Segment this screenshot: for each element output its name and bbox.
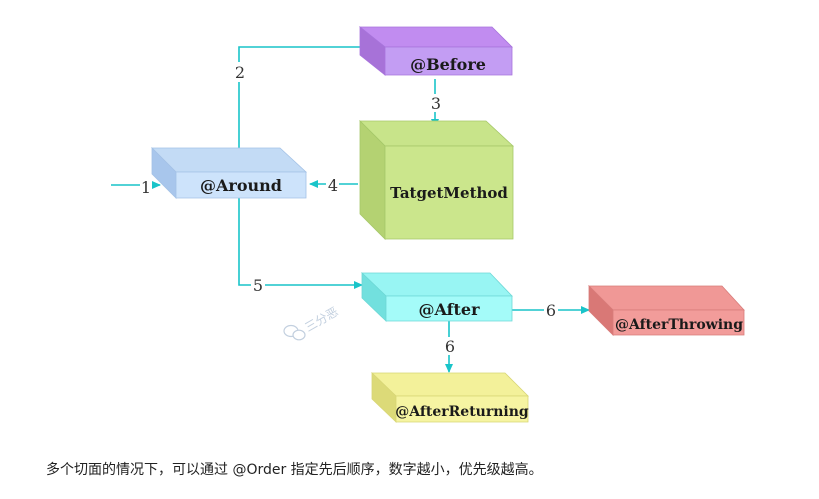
step-labels: 1 2 3 4 5 6 6 [140,62,558,356]
watermark: 三分恶 [283,304,341,341]
arrow-2 [238,43,369,148]
wechat-icon [283,324,306,341]
caption: 多个切面的情况下，可以通过 @Order 指定先后顺序，数字越小，优先级越高。 [46,462,543,478]
box-after-label: @After [418,300,480,319]
step-label-5: 5 [253,276,263,295]
box-after-returning: @AfterReturning [371,372,529,423]
step-label-2: 2 [235,63,245,82]
step-label-4: 4 [328,176,338,195]
box-before: @Before [358,26,513,76]
step-label-3: 3 [431,94,441,113]
watermark-text: 三分恶 [303,304,341,334]
box-after-throwing-label: @AfterThrowing [615,317,743,333]
step-label-1: 1 [141,178,151,197]
box-after-returning-label: @AfterReturning [395,404,529,420]
box-before-label: @Before [410,55,486,74]
box-target: TatgetMethod [359,120,515,240]
arrow-5 [238,198,363,289]
box-after: @After [361,272,513,322]
box-around: @Around [151,147,308,199]
box-target-label: TatgetMethod [390,184,508,202]
connectors [111,43,590,373]
box-after-throwing: @AfterThrowing [588,285,745,336]
box-around-label: @Around [200,176,282,195]
step-label-6-returning: 6 [445,337,455,356]
step-label-6-throwing: 6 [546,301,556,320]
